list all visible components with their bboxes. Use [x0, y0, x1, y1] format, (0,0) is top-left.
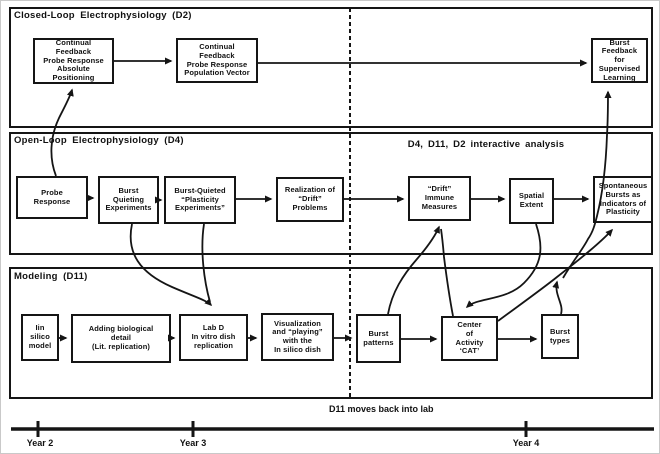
node-burst-quieting-experiments: Burst Quieting Experiments [98, 176, 159, 224]
timeline-tick-year4: Year 4 [512, 438, 540, 448]
lane-closed-loop [9, 7, 653, 128]
node-spontaneous-bursts-indicators: Spontaneous Bursts as Indicators of Plas… [593, 176, 653, 223]
node-in-silico-model: Iin silico model [21, 314, 59, 361]
node-drift-immune-measures: “Drift” Immune Measures [408, 176, 471, 221]
lane-title-closed-loop: Closed-Loop Electrophysiology (D2) [14, 10, 192, 21]
lane-title-modeling: Modeling (D11) [14, 271, 88, 282]
node-adding-biological-detail: Adding biological detail (Lit. replicati… [71, 314, 171, 363]
node-center-of-activity-cat: Center of Activity ‘CAT’ [441, 316, 498, 361]
lane-title-open-loop: Open-Loop Electrophysiology (D4) [14, 135, 184, 146]
node-burst-quieted-plasticity-experiments: Burst-Quieted “Plasticity Experiments” [164, 176, 236, 224]
node-probe-response: Probe Response [16, 176, 88, 219]
node-burst-types: Burst types [541, 314, 579, 359]
node-burst-feedback-supervised-learning: Burst Feedback for Supervised Learning [591, 38, 648, 83]
node-burst-patterns: Burst patterns [356, 314, 401, 363]
timeline-tick-year3: Year 3 [179, 438, 207, 448]
interactive-analysis-label: D4, D11, D2 interactive analysis [407, 139, 565, 150]
timeline-tick-year2: Year 2 [26, 438, 54, 448]
node-visualization-playing-in-silico-dish: Visualization and “playing” with the In … [261, 313, 334, 361]
node-lab-d-in-vitro-dish-replication: Lab D In vitro dish replication [179, 314, 248, 361]
node-continual-feedback-absolute-positioning: Continual Feedback Probe Response Absolu… [33, 38, 114, 84]
node-continual-feedback-population-vector: Continual Feedback Probe Response Popula… [176, 38, 258, 83]
node-spatial-extent: Spatial Extent [509, 178, 554, 224]
node-realization-of-drift-problems: Realization of “Drift” Problems [276, 177, 344, 222]
timeline-caption: D11 moves back into lab [329, 404, 434, 414]
lane-modeling [9, 267, 653, 399]
